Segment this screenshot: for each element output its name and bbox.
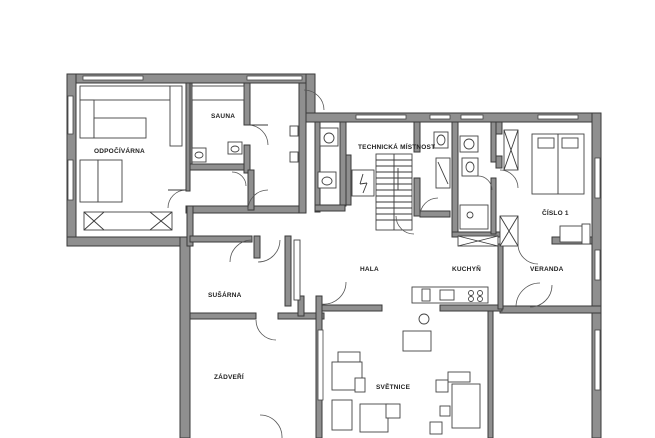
label-kuchyn: KUCHYŇ [452,264,481,273]
label-technicka-mistnost: TECHNICKÁ MÍSTNOST [358,142,435,151]
label-cislo-1: ČÍSLO 1 [542,208,569,217]
label-sauna: SAUNA [211,113,235,120]
label-susarna: SUŠÁRNA [208,290,242,299]
room-labels: SAUNA ODPOČÍVÁRNA TECHNICKÁ MÍSTNOST ČÍS… [94,113,569,391]
doors [167,89,553,438]
furniture [79,85,591,435]
staircase [375,153,413,231]
label-odpocivarna: ODPOČÍVÁRNA [94,146,145,155]
label-zadveri: ZÁDVEŘÍ [214,372,244,381]
label-svetnice: SVĚTNICE [376,382,411,391]
interior-walls [185,82,593,438]
windows [67,75,601,401]
label-veranda: VERANDA [530,266,564,273]
label-hala: HALA [360,266,379,273]
